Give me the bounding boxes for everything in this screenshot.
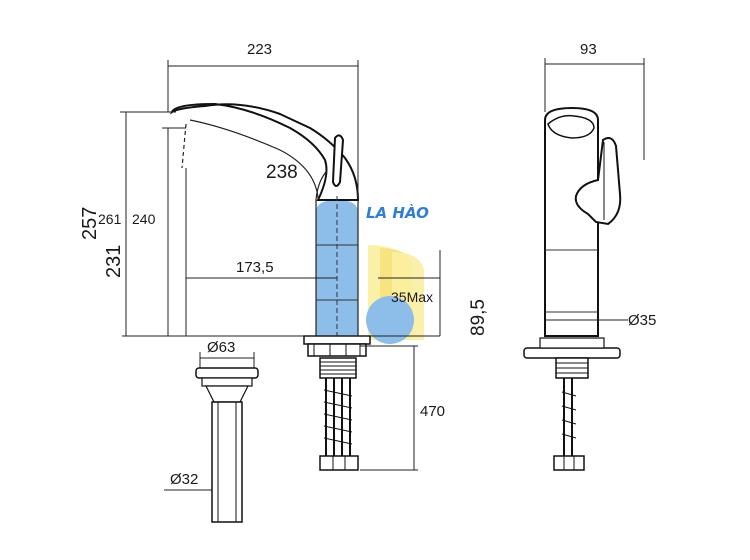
logo-dot <box>366 296 414 344</box>
dim-total-height: 257 <box>79 207 101 240</box>
faucet-front-view <box>169 102 371 471</box>
dim-261: 261 <box>98 211 122 227</box>
svg-text:223: 223 <box>247 41 272 58</box>
dim-231: 231 <box>103 245 125 278</box>
waste-drain: Ø63 Ø32 <box>164 339 259 523</box>
dim-hose-length: 470 <box>360 345 445 471</box>
dim-reach-173: 173,5 <box>185 168 337 336</box>
svg-text:470: 470 <box>420 403 445 420</box>
faucet-side-view: 93 Ø35 <box>523 41 656 471</box>
dim-waste-pipe: Ø32 <box>170 471 198 488</box>
spout <box>169 102 360 201</box>
handle-lever <box>331 134 345 187</box>
watermark-text: LA HÀO <box>366 203 429 222</box>
dim-left-heights: 257 231 261 240 <box>79 111 186 336</box>
dim-side-width: 93 <box>580 41 597 58</box>
watermark-logo: LA HÀO <box>366 203 429 344</box>
dim-hole-dia: Ø35 <box>628 312 656 329</box>
svg-text:89,5: 89,5 <box>468 299 489 336</box>
dim-arc-label: 238 <box>266 162 298 183</box>
svg-text:173,5: 173,5 <box>236 259 274 276</box>
dim-max-deck: 35Max <box>378 277 440 305</box>
dim-240: 240 <box>132 211 156 227</box>
svg-text:35Max: 35Max <box>391 289 433 305</box>
dim-body-height: 89,5 <box>439 250 489 336</box>
dim-waste-top: Ø63 <box>207 339 235 356</box>
dim-spout-reach: 223 <box>167 41 359 205</box>
